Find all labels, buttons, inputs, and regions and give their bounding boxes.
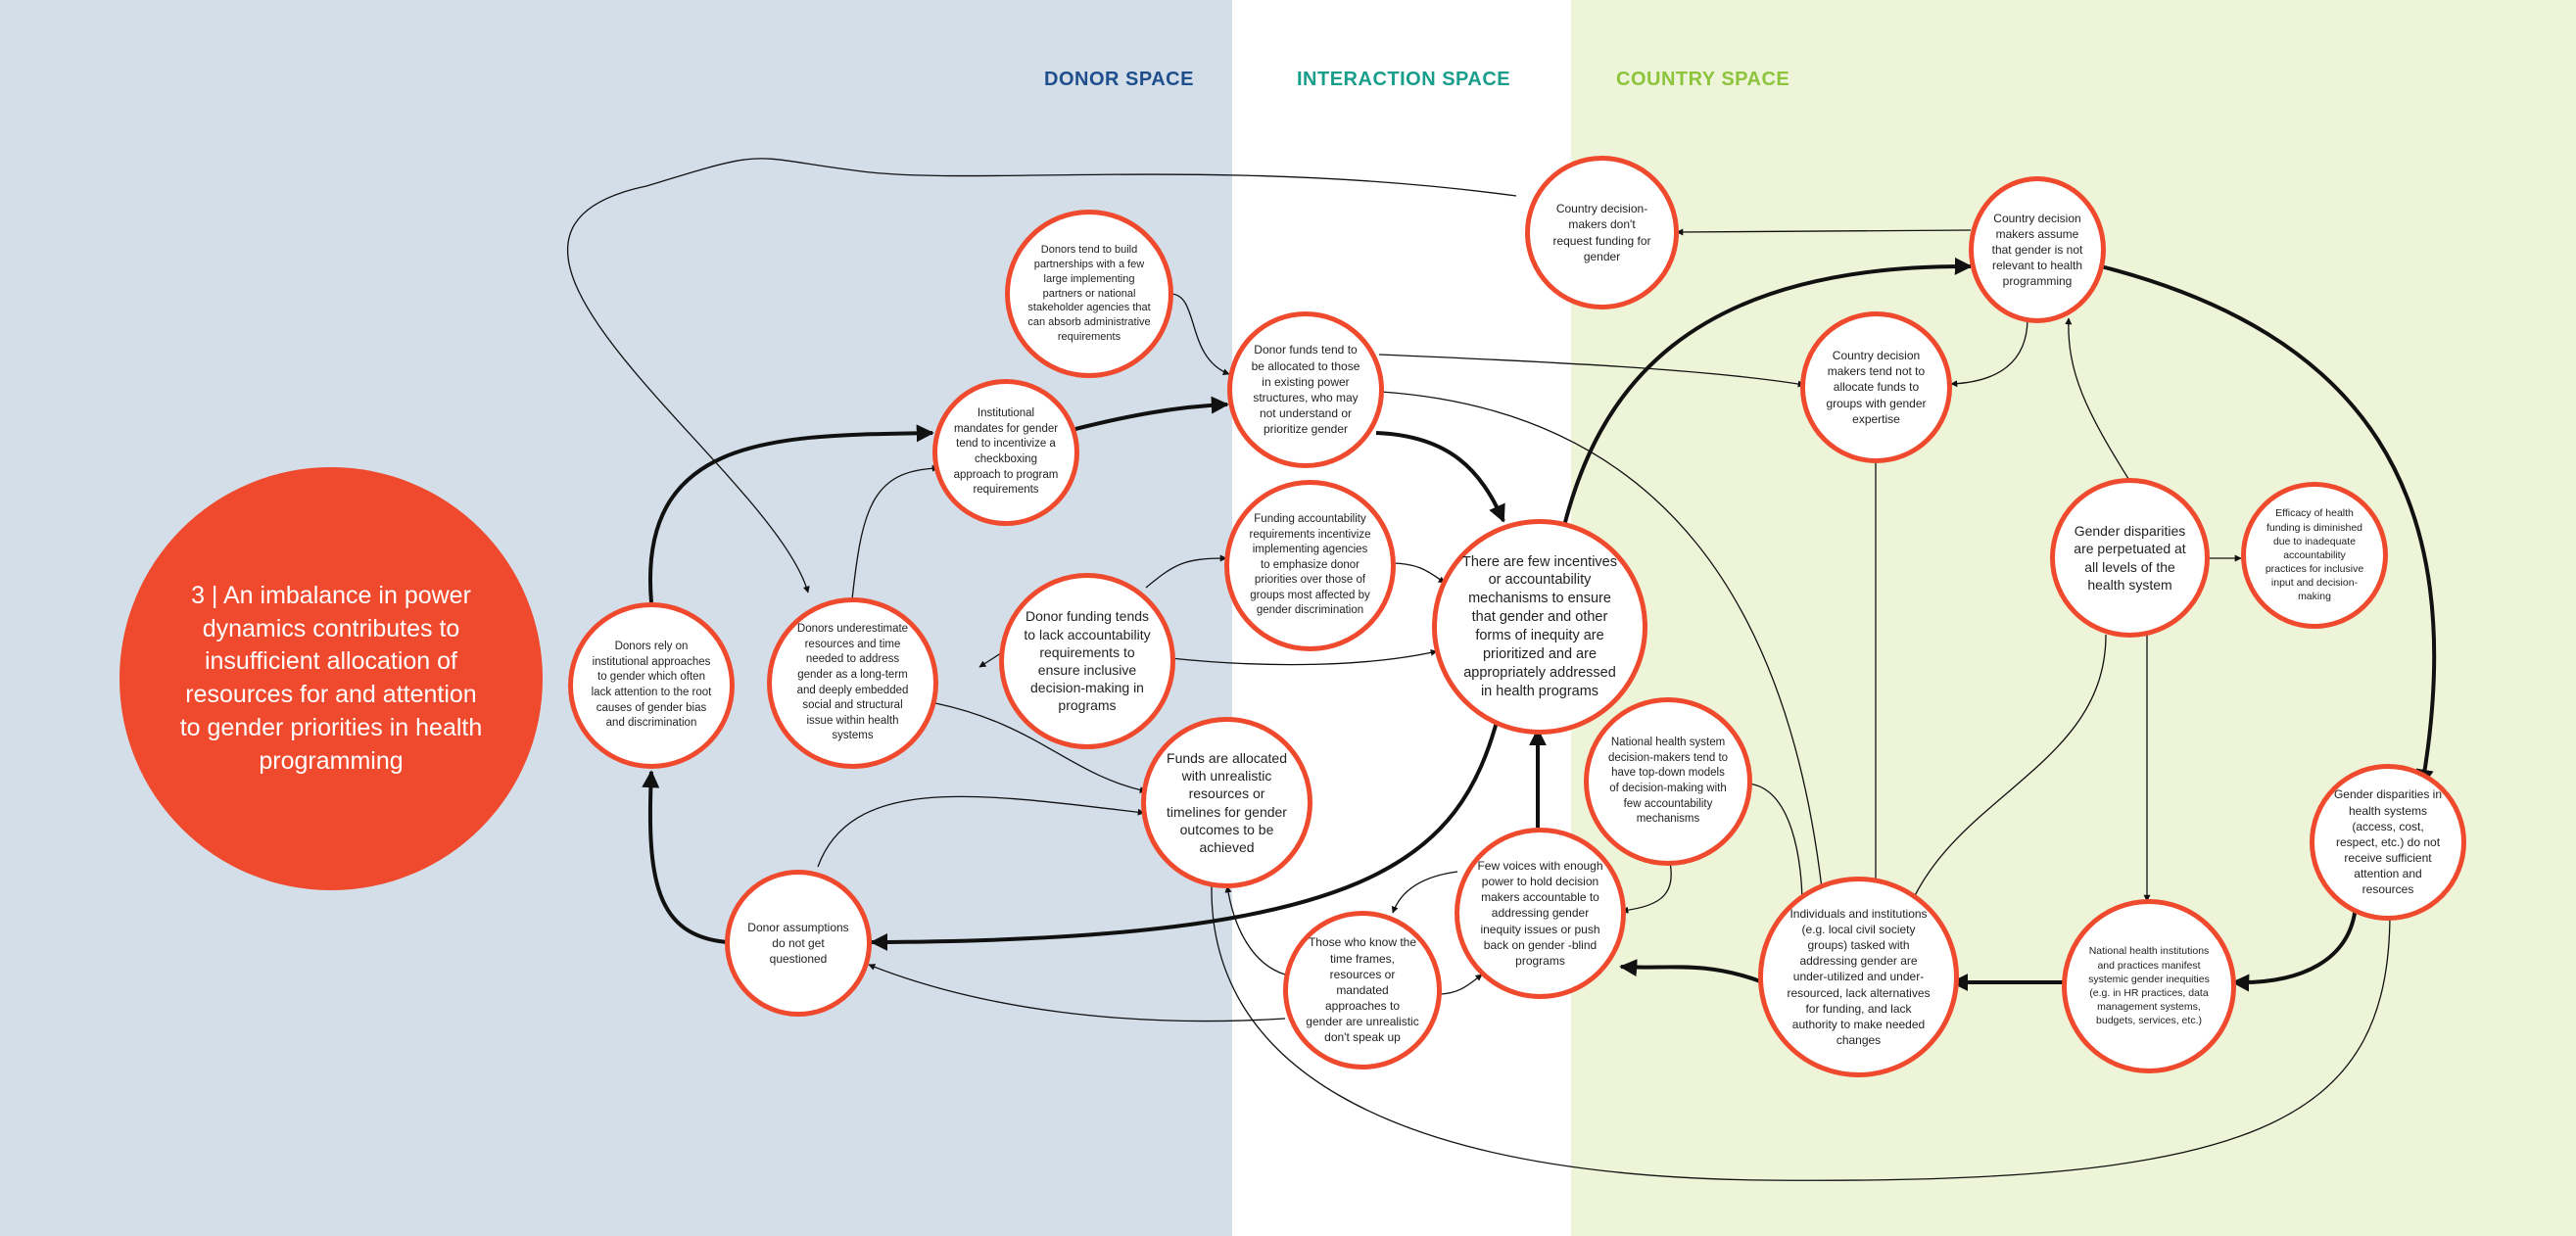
node-n6: Donor funds tend to be allocated to thos… <box>1227 311 1384 468</box>
edge-n12-to-n11 <box>1391 871 1458 914</box>
node-n17-text: Gender disparities are perpetuated at al… <box>2074 523 2186 593</box>
edge-n15-to-n19 <box>2100 264 2437 787</box>
node-n15: Country decision makers assume that gend… <box>1969 176 2106 323</box>
edge-n8-to-n15 <box>1560 257 1973 535</box>
node-n2-text: Institutional mandates for gender tend t… <box>953 407 1059 497</box>
edge-n15-to-n16 <box>1950 317 2028 388</box>
edge-n5-to-n7 <box>1145 554 1227 589</box>
donor-space-label: DONOR SPACE <box>1044 69 1194 90</box>
node-n4: Donors underestimate resources and time … <box>767 597 938 769</box>
edge-n13-to-n20 <box>1747 783 1806 907</box>
node-n10-text: Donor assumptions do not get questioned <box>747 920 849 967</box>
node-n16-text: Country decision makers tend not to allo… <box>1826 349 1927 426</box>
edge-n20-to-n12 <box>1619 959 1764 984</box>
node-n20: Individuals and institutions (e.g. local… <box>1758 877 1959 1077</box>
node-n10: Donor assumptions do not get questioned <box>725 870 872 1017</box>
edge-n17-to-n20 <box>1909 634 2107 907</box>
edge-n8-to-n10 <box>870 714 1501 951</box>
node-n18: Efficacy of health funding is diminished… <box>2241 482 2388 629</box>
node-n20-text: Individuals and institutions (e.g. local… <box>1787 906 1931 1048</box>
node-n12-text: Few voices with enough power to hold dec… <box>1477 858 1603 968</box>
edge-n3-to-n2 <box>647 424 934 603</box>
node-n15-text: Country decision makers assume that gend… <box>1991 211 2083 289</box>
node-n11: Those who know the time frames, resource… <box>1283 911 1442 1070</box>
title-node: 3 | An imbalance in power dynamics contr… <box>119 467 543 890</box>
node-n2: Institutional mandates for gender tend t… <box>932 379 1079 526</box>
node-n13-text: National health system decision-makers t… <box>1607 737 1729 826</box>
node-n8: There are few incentives or accountabili… <box>1432 519 1647 735</box>
node-n1-text: Donors tend to build partnerships with a… <box>1027 244 1151 344</box>
node-n21: National health institutions and practic… <box>2062 899 2236 1073</box>
edge-n15-to-n14 <box>1676 228 1972 236</box>
node-n13: National health system decision-makers t… <box>1584 697 1752 866</box>
edge-n6-to-n20 <box>1380 391 1827 907</box>
edge-n14-to-n4 <box>566 158 1517 594</box>
edge-n11-to-n9 <box>1224 885 1286 975</box>
edge-n4-to-n2 <box>851 464 939 600</box>
node-n6-text: Donor funds tend to be allocated to thos… <box>1251 343 1360 437</box>
edge-n1-to-n6 <box>1169 293 1230 376</box>
node-n17: Gender disparities are perpetuated at al… <box>2050 478 2210 638</box>
node-n19: Gender disparities in health systems (ac… <box>2310 764 2466 921</box>
edge-n6-to-n16 <box>1378 354 1805 388</box>
node-n7: Funding accountability requirements ince… <box>1224 480 1396 651</box>
node-n5-text: Donor funding tends to lack accountabili… <box>1024 608 1151 714</box>
edge-n17-to-n15 <box>2065 317 2131 483</box>
node-n3: Donors rely on institutional approaches … <box>568 602 735 769</box>
edge-n10-to-n9 <box>817 795 1145 868</box>
node-n16: Country decision makers tend not to allo… <box>1800 311 1952 463</box>
edge-n6-to-n8 <box>1375 431 1505 523</box>
node-n14-text: Country decision-makers don't request fu… <box>1552 202 1651 263</box>
node-n4-text: Donors underestimate resources and time … <box>796 623 909 742</box>
node-n21-text: National health institutions and practic… <box>2088 945 2210 1027</box>
edge-n10-to-n3 <box>642 770 728 944</box>
node-n1: Donors tend to build partnerships with a… <box>1005 210 1173 378</box>
edge-n9-to-n19 <box>1211 885 2394 1181</box>
node-n9-text: Funds are allocated with unrealistic res… <box>1167 749 1287 855</box>
node-n8-text: There are few incentives or accountabili… <box>1462 553 1617 699</box>
node-n18-text: Efficacy of health funding is diminished… <box>2265 507 2364 603</box>
edge-n19-to-n21 <box>2231 905 2358 992</box>
node-n3-text: Donors rely on institutional approaches … <box>591 641 712 730</box>
title-text: 3 | An imbalance in power dynamics contr… <box>179 581 483 775</box>
edge-n5-to-n8 <box>1169 648 1438 666</box>
node-n12: Few voices with enough power to hold dec… <box>1455 828 1626 999</box>
edge-n2-to-n6 <box>1074 396 1229 431</box>
node-n19-text: Gender disparities in health systems (ac… <box>2333 787 2443 897</box>
edge-n11-to-n10 <box>868 964 1286 1022</box>
node-n7-text: Funding accountability requirements ince… <box>1249 513 1371 617</box>
node-n5: Donor funding tends to lack accountabili… <box>999 573 1175 749</box>
node-n9: Funds are allocated with unrealistic res… <box>1141 717 1312 888</box>
country-space-label: COUNTRY SPACE <box>1616 69 1790 90</box>
edge-n4-to-n9 <box>934 702 1147 794</box>
node-n11-text: Those who know the time frames, resource… <box>1306 935 1419 1045</box>
interaction-space-label: INTERACTION SPACE <box>1297 69 1511 90</box>
edge-n7-to-n8 <box>1390 562 1446 584</box>
edge-n11-to-n12 <box>1437 974 1483 995</box>
node-n14: Country decision-makers don't request fu… <box>1525 156 1679 309</box>
edge-n13-to-n12 <box>1621 861 1672 914</box>
